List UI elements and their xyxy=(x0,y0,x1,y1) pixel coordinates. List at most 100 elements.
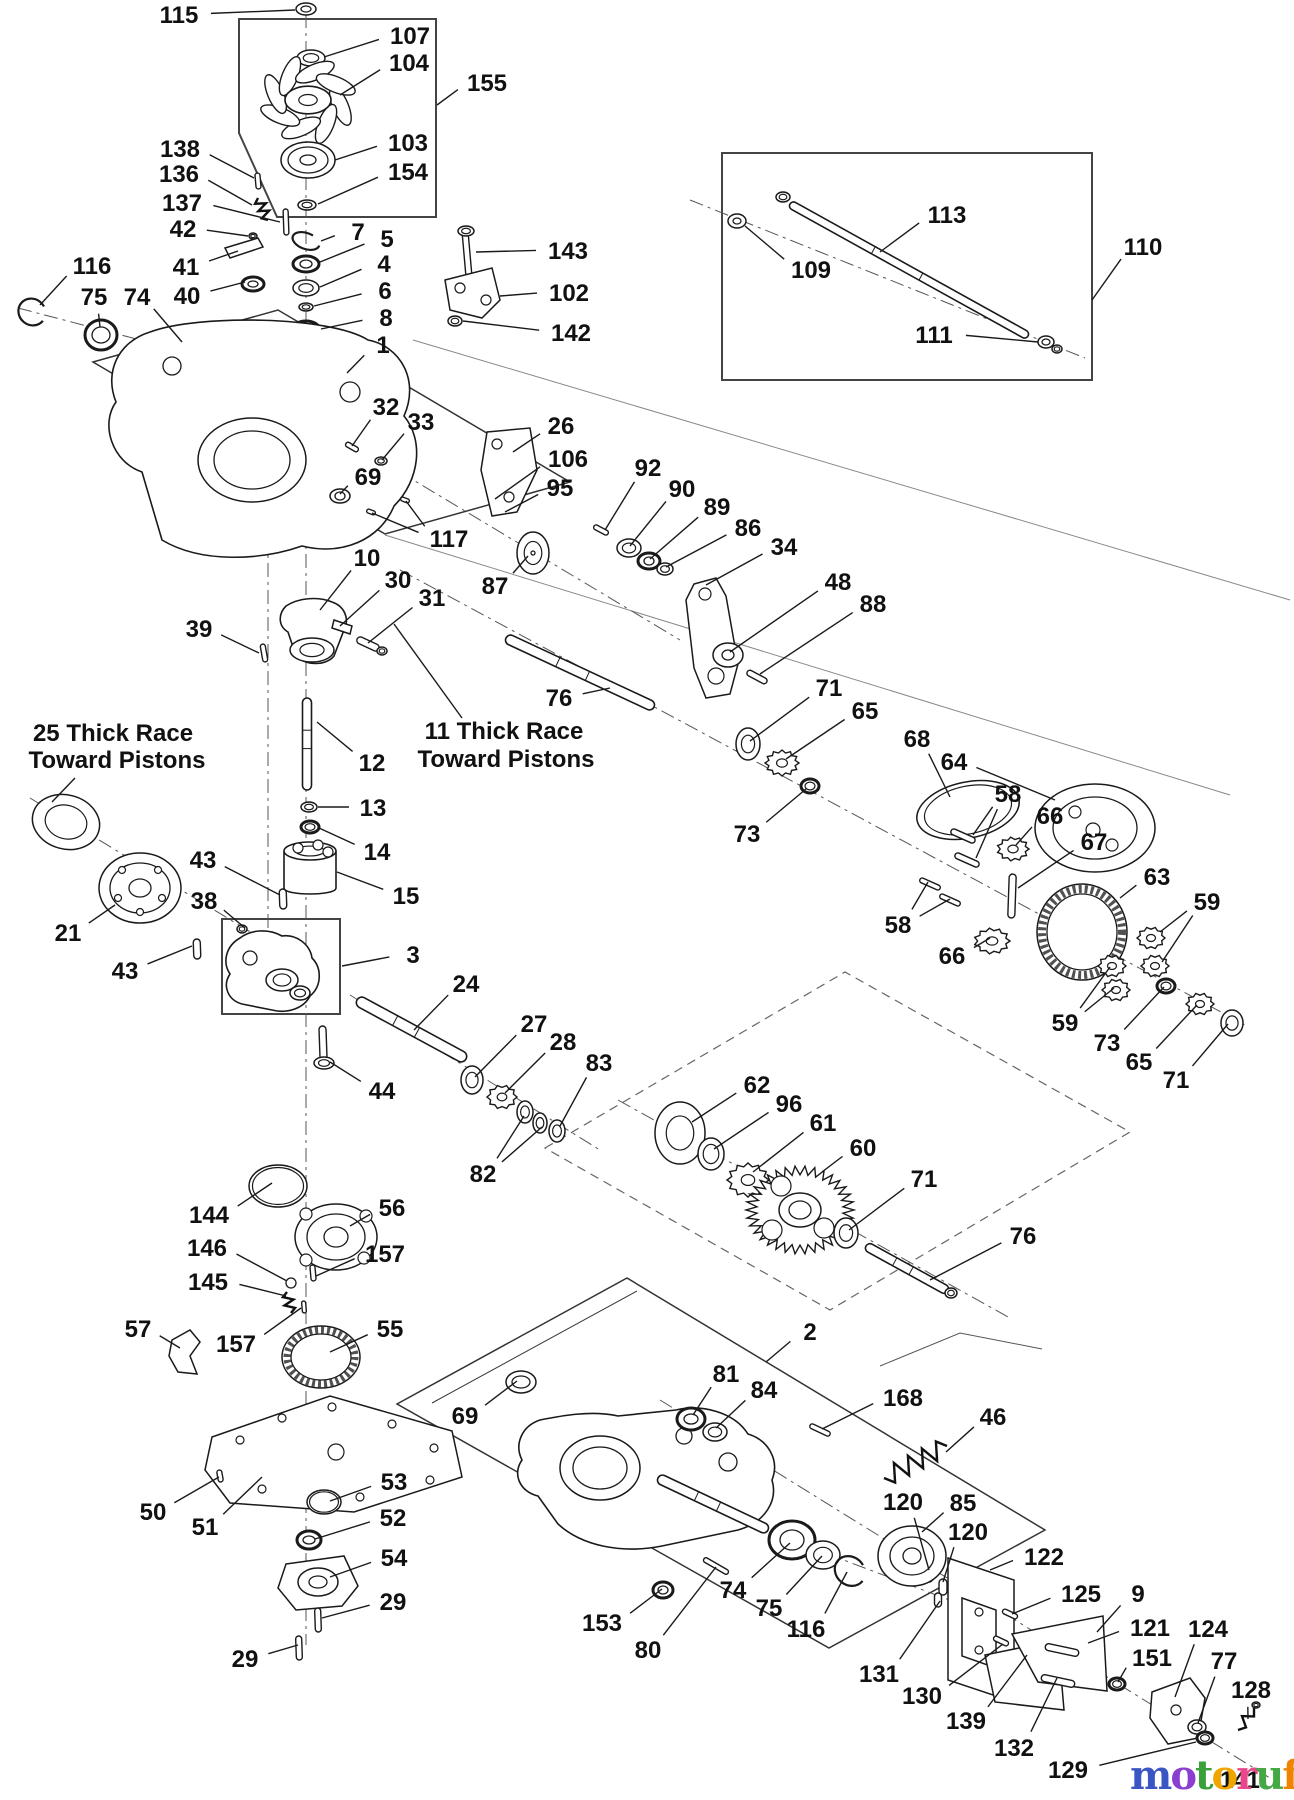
part-label-41-10: 41 xyxy=(173,250,239,281)
bracket-41 xyxy=(223,237,265,259)
leader-line xyxy=(484,1380,518,1406)
bracket-26 xyxy=(480,427,538,517)
part-label-104-2: 104 xyxy=(339,50,430,96)
part-label-65-49: 65 xyxy=(785,698,878,760)
part-label-28-75: 28 xyxy=(504,1029,576,1094)
part-number: 29 xyxy=(232,1646,259,1673)
part-label-90-36: 90 xyxy=(629,476,695,547)
lower-housing-2 xyxy=(516,1407,776,1550)
part-number: 32 xyxy=(373,394,400,421)
note-text: Toward Pistons xyxy=(418,746,595,773)
pin-29a xyxy=(313,1607,323,1633)
leader-line xyxy=(393,623,463,719)
part-label-122-114: 122 xyxy=(989,1544,1064,1571)
leader-line xyxy=(821,1402,874,1430)
part-number: 77 xyxy=(1211,1648,1238,1675)
nut-142 xyxy=(447,315,463,327)
leader-line xyxy=(751,1542,791,1579)
part-number: 117 xyxy=(430,526,469,553)
part-number: 120 xyxy=(883,1489,923,1516)
part-number: 92 xyxy=(635,455,662,482)
part-label-9-116: 9 xyxy=(1096,1581,1145,1633)
bearing-40 xyxy=(240,275,266,293)
part-number: 30 xyxy=(385,567,412,594)
part-label-130-123: 130 xyxy=(902,1643,1004,1710)
part-label-151-119: 151 xyxy=(1117,1645,1172,1683)
part-number: 154 xyxy=(388,159,429,186)
part-label-136-7: 136 xyxy=(159,161,253,206)
washer-71c xyxy=(833,1217,859,1249)
part-number: 62 xyxy=(744,1072,771,1099)
part-label-88-45: 88 xyxy=(759,591,886,675)
part-label-132-125: 132 xyxy=(994,1677,1058,1762)
part-label-124-118: 124 xyxy=(1174,1616,1229,1698)
part-number: 57 xyxy=(125,1316,152,1343)
leader-line xyxy=(662,1566,717,1636)
leader-line xyxy=(220,634,260,654)
pin-125 xyxy=(1001,1608,1019,1620)
part-number: 122 xyxy=(1024,1544,1064,1571)
leader-line xyxy=(223,909,246,929)
part-label-38-69: 38 xyxy=(191,888,246,929)
part-label-153-112: 153 xyxy=(582,1588,663,1637)
part-number: 74 xyxy=(720,1577,747,1604)
bolt-80 xyxy=(702,1557,730,1575)
spacer-96 xyxy=(697,1137,725,1171)
screw-138 xyxy=(254,172,262,190)
part-label-3-72: 3 xyxy=(341,942,420,969)
part-label-65-62: 65 xyxy=(1126,1004,1198,1076)
part-label-51-94: 51 xyxy=(192,1476,263,1541)
plug-69b xyxy=(505,1370,537,1394)
part-number: 76 xyxy=(1010,1223,1037,1250)
leader-line xyxy=(1119,884,1137,899)
pin-137 xyxy=(282,208,290,236)
part-label-33-29: 33 xyxy=(381,409,434,461)
leader-line xyxy=(705,553,763,586)
spacer-151 xyxy=(1107,1676,1127,1692)
part-label-54-97: 54 xyxy=(329,1545,408,1578)
snap-ring-7 xyxy=(291,230,321,252)
part-number: 21 xyxy=(55,920,82,947)
nut-52 xyxy=(295,1529,323,1551)
part-label-60-82: 60 xyxy=(821,1135,876,1173)
part-label-62-79: 62 xyxy=(691,1072,771,1123)
part-number: 75 xyxy=(756,1595,783,1622)
leader-line xyxy=(208,250,239,262)
oring-144 xyxy=(248,1164,308,1208)
leader-line xyxy=(313,293,362,307)
fitting-111-tip xyxy=(1051,344,1063,354)
part-label-96-80: 96 xyxy=(713,1091,802,1150)
washer-71a xyxy=(735,727,761,761)
leader-line xyxy=(341,956,390,967)
axis-cross-shaft xyxy=(399,569,1246,1026)
washer-27 xyxy=(460,1065,484,1095)
part-label-142-23: 142 xyxy=(462,320,591,347)
axle-stub xyxy=(656,1474,770,1534)
part-number: 106 xyxy=(548,446,588,473)
part-label-74-14: 74 xyxy=(124,284,183,343)
leader-line xyxy=(501,1126,543,1163)
part-number: 56 xyxy=(379,1195,406,1222)
seal-84 xyxy=(702,1422,728,1442)
part-label-21-70: 21 xyxy=(55,904,116,947)
leader-line xyxy=(975,808,999,859)
part-number: 66 xyxy=(939,943,966,970)
part-number: 87 xyxy=(482,573,509,600)
part-label-116-12: 116 xyxy=(39,253,111,306)
body-3-port-a xyxy=(265,968,299,992)
part-label-157-88: 157 xyxy=(315,1241,405,1277)
part-label-81-102: 81 xyxy=(692,1361,739,1416)
washer-13 xyxy=(300,801,318,813)
leader-line xyxy=(1096,1604,1122,1633)
part-number: 86 xyxy=(735,515,762,542)
oring-68 xyxy=(916,779,1020,841)
leader-line xyxy=(496,1115,525,1159)
part-number: 67 xyxy=(1081,829,1108,856)
part-number: 111 xyxy=(915,322,952,349)
leader-line xyxy=(329,1334,369,1353)
part-number: 61 xyxy=(810,1110,837,1137)
part-number: 85 xyxy=(950,1490,977,1517)
part-label-84-103: 84 xyxy=(715,1377,778,1429)
